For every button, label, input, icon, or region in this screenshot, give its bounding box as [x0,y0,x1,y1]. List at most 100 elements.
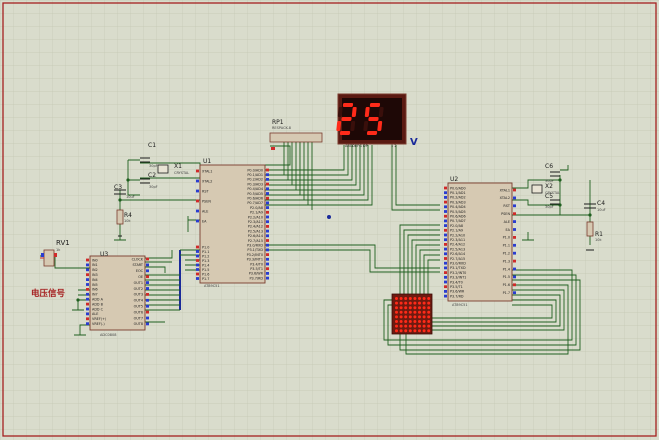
u3-pin-3[interactable] [86,268,89,272]
u3-pin-12[interactable] [86,312,89,316]
u2-pin-7[interactable] [444,214,447,218]
u2-pin-17[interactable] [444,261,447,265]
u3-pin-3[interactable] [146,269,149,273]
u3-pin-5[interactable] [146,281,149,284]
u1-pin-5[interactable] [266,187,269,191]
u2-pin-18[interactable] [444,266,447,270]
u1-p1-pin-5[interactable] [196,263,199,267]
u2-pin-23[interactable] [444,290,447,293]
u2-pin-20[interactable] [444,275,447,279]
u2-pin-1[interactable] [513,188,516,192]
u2-pin-5[interactable] [513,220,516,223]
r4-resistor[interactable]: R4 10k [116,209,132,225]
u2-pin-15[interactable] [444,252,447,256]
u3-pin-4[interactable] [146,275,149,279]
u2-microcontroller[interactable]: U2 AT89C51 P0.0/AD0P0.1/AD1P0.2/AD2P0.3/… [444,176,516,307]
u1-pin-6[interactable] [266,192,269,195]
u1-p1-pin-1[interactable] [196,245,199,249]
u1-pin-19[interactable] [266,253,269,256]
u2-pin-9[interactable] [444,224,447,227]
u1-pin-16[interactable] [266,239,269,242]
u2-pin-4[interactable] [513,212,516,216]
u2-pin-9[interactable] [513,251,516,255]
u1-pin-23[interactable] [266,272,269,275]
u3-pin-2[interactable] [86,263,89,267]
u1-pin-14[interactable] [266,229,269,233]
rp1-resistor-pack[interactable]: RP1 RESPACK-8 [269,119,323,150]
u1-pin-11[interactable] [266,215,269,219]
u1-pin-3[interactable] [266,178,269,181]
u1-p1-pin-2[interactable] [196,250,199,253]
u2-pin-11[interactable] [513,267,516,271]
u1-p1-pin-6[interactable] [196,268,199,271]
u2-pin-5[interactable] [444,205,447,209]
u1-pin-4[interactable] [266,182,269,186]
u1-pin-7[interactable] [266,196,269,200]
u3-pin-1[interactable] [86,258,89,262]
u1-pin-8[interactable] [266,201,269,205]
u3-pin-13[interactable] [86,317,89,321]
u2-pin-4[interactable] [444,200,447,204]
u1-pin-24[interactable] [266,276,269,280]
u2-pin-12[interactable] [513,275,516,279]
u3-pin-6[interactable] [86,283,89,286]
u3-pin-5[interactable] [86,278,89,281]
u2-pin-2[interactable] [513,196,516,200]
u1-pin-1[interactable] [196,169,199,173]
u1-pin-12[interactable] [266,220,269,224]
u2-pin-16[interactable] [444,257,447,260]
u3-pin-4[interactable] [86,273,89,277]
u1-pin-15[interactable] [266,234,269,238]
u1-pin-1[interactable] [266,168,269,172]
u1-pin-22[interactable] [266,267,269,271]
u3-pin-9[interactable] [146,304,149,308]
u2-pin-11[interactable] [444,233,447,237]
u3-pin-11[interactable] [146,316,149,320]
u1-pin-10[interactable] [266,210,269,214]
seven-segment-display[interactable]: ABCDEFG DP 1 2 V [336,93,418,148]
u1-pin-6[interactable] [196,219,199,223]
u2-pin-13[interactable] [444,243,447,246]
u3-pin-9[interactable] [86,297,89,301]
u1-p1-pin-8[interactable] [196,277,199,280]
u1-pin-17[interactable] [266,243,269,247]
u3-pin-8[interactable] [146,298,149,302]
u2-pin-3[interactable] [444,196,447,199]
u2-pin-3[interactable] [513,204,516,208]
u2-pin-6[interactable] [513,228,516,231]
led-matrix[interactable] [391,293,433,335]
u2-pin-24[interactable] [444,294,447,298]
u3-pin-7[interactable] [146,293,149,296]
u1-p1-pin-3[interactable] [196,254,199,258]
u3-pin-10[interactable] [86,302,89,306]
c6-capacitor[interactable]: C6 30pF [545,163,560,183]
u3-pin-12[interactable] [146,322,149,326]
u2-pin-12[interactable] [444,238,447,242]
u1-pin-5[interactable] [196,209,199,213]
u3-pin-6[interactable] [146,287,149,290]
x2-crystal[interactable]: X2 CRYSTAL [531,183,560,195]
u1-pin-21[interactable] [266,262,269,266]
u3-pin-1[interactable] [146,257,149,261]
r1-resistor[interactable]: R1 10k [586,221,603,242]
u2-pin-13[interactable] [513,283,516,287]
u1-p1-pin-4[interactable] [196,259,199,262]
c4-capacitor[interactable]: C4 10uF [584,200,606,212]
u2-pin-2[interactable] [444,191,447,195]
c3-capacitor[interactable]: C3 10uF [114,184,135,199]
u2-pin-1[interactable] [444,186,447,190]
u1-pin-3[interactable] [196,189,199,193]
u2-pin-14[interactable] [444,247,447,251]
u1-pin-4[interactable] [196,199,199,203]
u1-p1-pin-7[interactable] [196,272,199,276]
rv1-potentiometer[interactable]: RV1 1k [40,239,70,267]
u2-pin-6[interactable] [444,210,447,213]
u2-pin-7[interactable] [513,236,516,239]
u2-pin-8[interactable] [444,219,447,223]
u2-pin-21[interactable] [444,280,447,284]
u2-pin-10[interactable] [513,259,516,263]
u1-pin-13[interactable] [266,225,269,228]
